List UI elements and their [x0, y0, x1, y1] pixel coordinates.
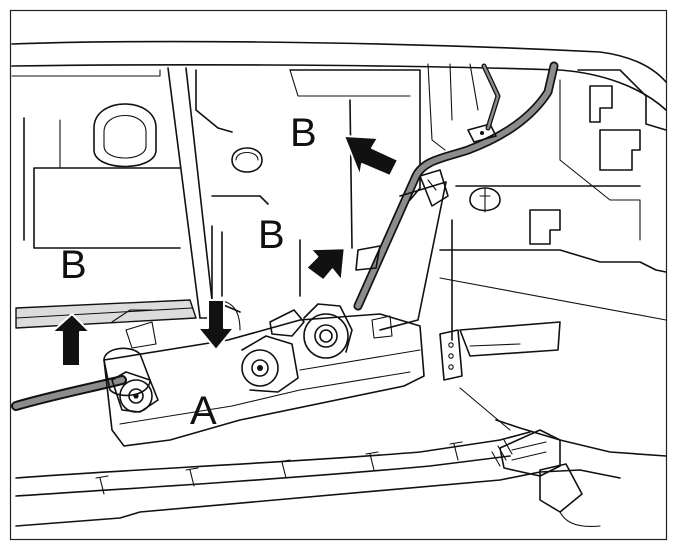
left-recess: [23, 103, 181, 249]
left-cable: [11, 375, 127, 411]
upper-panel: [11, 40, 667, 151]
mounting-bracket-a: [103, 303, 425, 447]
arrow-down-center: [197, 299, 235, 351]
sill-panel: [15, 387, 667, 528]
center-panel: [195, 69, 421, 313]
cable-harness: [353, 61, 559, 311]
arrow-diagonal-top: [343, 135, 399, 177]
clip-row: [95, 441, 463, 495]
callout-b-middle: B: [258, 213, 285, 257]
arrow-up-left: [51, 313, 91, 367]
callout-b-top: B: [290, 111, 317, 155]
harness-guide: [355, 169, 449, 331]
callout-a-bottom: A: [190, 389, 217, 433]
trim-strip: [15, 299, 197, 329]
right-structure: [439, 69, 667, 381]
arrow-diagonal-middle: [305, 247, 346, 282]
callout-b-left: B: [60, 243, 87, 287]
